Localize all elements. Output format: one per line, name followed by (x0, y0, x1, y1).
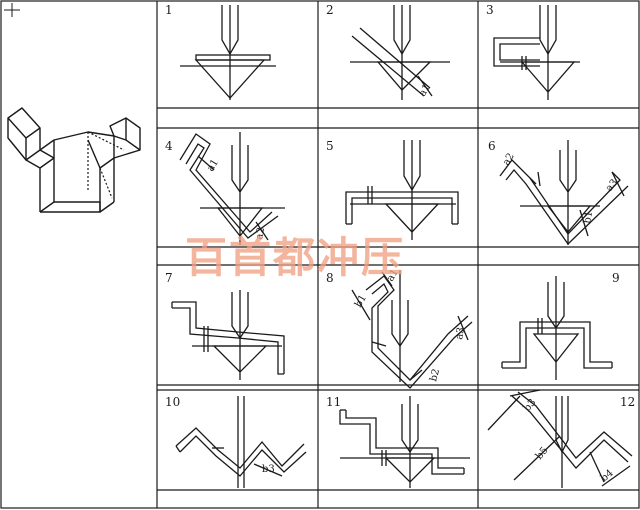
panel-11-label: 11 (326, 395, 341, 409)
panel-12-label: 12 (620, 395, 635, 409)
corner-mark (4, 3, 20, 17)
panel-6: 6 a2 a3 b1 (488, 139, 629, 245)
panel-7-label: 7 (165, 271, 173, 285)
panel-4-label: 4 (165, 139, 173, 153)
panel-3: 3 (486, 3, 580, 100)
panel-9-label: 9 (612, 271, 620, 285)
panel-4: 4 a1 a2 (165, 132, 285, 245)
panel-1: 1 (165, 3, 276, 100)
panel-10-label: 10 (165, 395, 180, 409)
panel-4-dim-a2: a2 (254, 226, 267, 240)
panel-4-dim-a1: a1 (205, 157, 221, 173)
panel-10-dim-b3: b3 (262, 464, 275, 475)
isometric-part (7, 107, 141, 213)
panel-2: 2 a1 (326, 3, 450, 100)
panel-8-dim-a3: a3 (454, 326, 467, 340)
panel-10: 10 b3 (165, 395, 307, 488)
panel-8-dim-a1: a1 (385, 267, 401, 283)
panel-2-dim-a1: a1 (417, 82, 433, 98)
panel-6-dim-b1: b1 (582, 210, 595, 224)
panel-2-label: 2 (326, 3, 334, 17)
panel-6-dim-a2: a2 (501, 151, 517, 167)
panel-7: 7 (165, 271, 285, 380)
panel-6-dim-a3: a3 (604, 177, 620, 194)
watermark-text: 百首都冲压 (185, 233, 405, 282)
panel-9: 9 (501, 271, 620, 380)
panel-5: 5 (326, 139, 459, 240)
isometric-dashes (87, 131, 125, 199)
panel-8: 8 a1 b1 a3 b2 (326, 267, 473, 389)
panel-5-label: 5 (326, 139, 334, 153)
panel-1-label: 1 (165, 3, 173, 17)
panel-6-label: 6 (488, 139, 496, 153)
panel-8-label: 8 (326, 271, 334, 285)
panel-12-dim-b3: b3 (522, 397, 539, 414)
panel-3-label: 3 (486, 3, 494, 17)
panel-12-dim-b4: b4 (599, 468, 616, 485)
panel-8-dim-b2: b2 (428, 368, 442, 383)
panel-12: 12 b3 b5 b4 (487, 389, 635, 488)
panel-11: 11 (326, 395, 470, 488)
